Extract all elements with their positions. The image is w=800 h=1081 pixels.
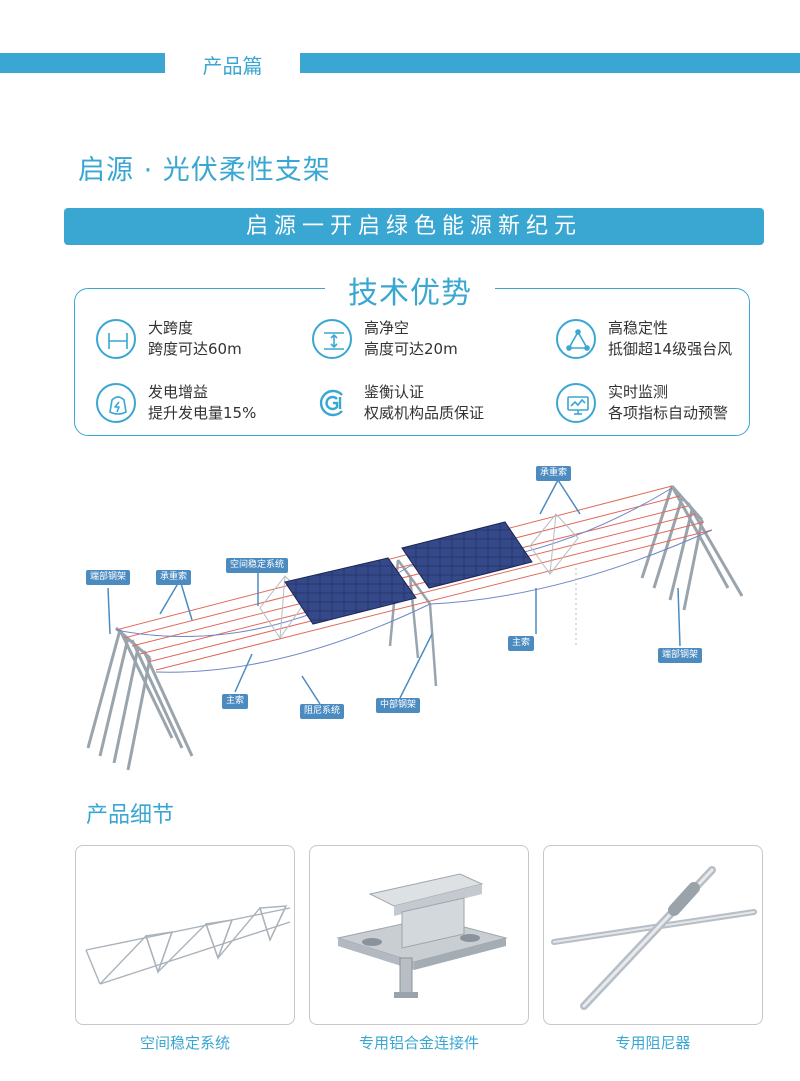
- label-main-cable-left: 主索: [222, 694, 249, 709]
- advantage-desc: 高度可达20m: [364, 340, 458, 358]
- advantage-title: 高净空: [364, 319, 410, 337]
- clearance-icon: [312, 319, 352, 359]
- advantage-desc: 提升发电量15%: [148, 404, 257, 422]
- damper-image: [551, 866, 757, 1010]
- detail-label-connector: 专用铝合金连接件: [358, 1034, 479, 1052]
- section-title: 产品篇: [202, 54, 263, 78]
- label-space-stability: 空间稳定系统: [226, 558, 289, 573]
- label-main-cable-right: 主索: [508, 636, 535, 651]
- advantage-item-clearance: 高净空高度可达20m: [312, 316, 542, 362]
- advantage-item-span: 大跨度跨度可达60m: [96, 316, 326, 362]
- span-icon: [96, 319, 136, 359]
- label-end-frame-right: 端部钢架: [658, 648, 703, 663]
- load-bearing-cables: [115, 485, 713, 671]
- label-middle-frame: 中部钢架: [376, 698, 421, 713]
- advantage-desc: 权威机构品质保证: [364, 404, 485, 422]
- slogan-banner: 启源一开启绿色能源新纪元: [64, 208, 764, 245]
- advantage-item-monitor: 实时监测各项指标自动预警: [556, 380, 786, 426]
- details-title: 产品细节: [86, 803, 175, 828]
- truss-image: [85, 905, 291, 985]
- advantage-title: 大跨度: [148, 319, 194, 337]
- label-load-cable-left: 承重索: [156, 570, 192, 585]
- advantage-desc: 抵御超14级强台风: [608, 340, 733, 358]
- flexible-mount-diagram: 端部钢架 承重索 空间稳定系统 承重索 主索 阻尼系统 中部钢架 主索 端部钢架: [80, 458, 800, 780]
- detail-label-space-stability: 空间稳定系统: [139, 1034, 230, 1052]
- advantage-title: 鉴衡认证: [364, 383, 425, 401]
- advantage-item-power: 发电增益提升发电量15%: [96, 380, 326, 426]
- detail-card-space-stability: [75, 845, 295, 1025]
- advantage-title: 实时监测: [608, 383, 669, 401]
- header-bar-left: [0, 53, 165, 73]
- label-damper: 阻尼系统: [300, 704, 345, 719]
- label-pointers: [107, 479, 681, 705]
- detail-card-connector: [309, 845, 529, 1025]
- advantage-title: 发电增益: [148, 383, 209, 401]
- triangle-stability-icon: [556, 319, 596, 359]
- left-end-frame: [86, 626, 194, 771]
- solar-panels: [284, 521, 533, 625]
- label-load-cable-right: 承重索: [536, 466, 572, 481]
- page-title: 启源 · 光伏柔性支架: [78, 155, 331, 186]
- advantage-title: 高稳定性: [608, 319, 669, 337]
- advantage-item-certification: 鉴衡认证权威机构品质保证: [312, 380, 542, 426]
- advantage-desc: 各项指标自动预警: [608, 404, 729, 422]
- advantage-item-stability: 高稳定性抵御超14级强台风: [556, 316, 786, 362]
- header-bar-right: [300, 53, 800, 73]
- right-end-frame: [640, 485, 744, 611]
- mount-illustration: [86, 479, 744, 771]
- power-gain-icon: [96, 383, 136, 423]
- connector-image: [336, 873, 508, 998]
- monitor-icon: [556, 383, 596, 423]
- detail-label-damper: 专用阻尼器: [615, 1034, 691, 1052]
- label-end-frame-left: 端部钢架: [86, 570, 131, 585]
- certification-icon: [312, 383, 352, 423]
- detail-card-damper: [543, 845, 763, 1025]
- advantages-title: 技术优势: [325, 268, 495, 312]
- advantage-desc: 跨度可达60m: [148, 340, 242, 358]
